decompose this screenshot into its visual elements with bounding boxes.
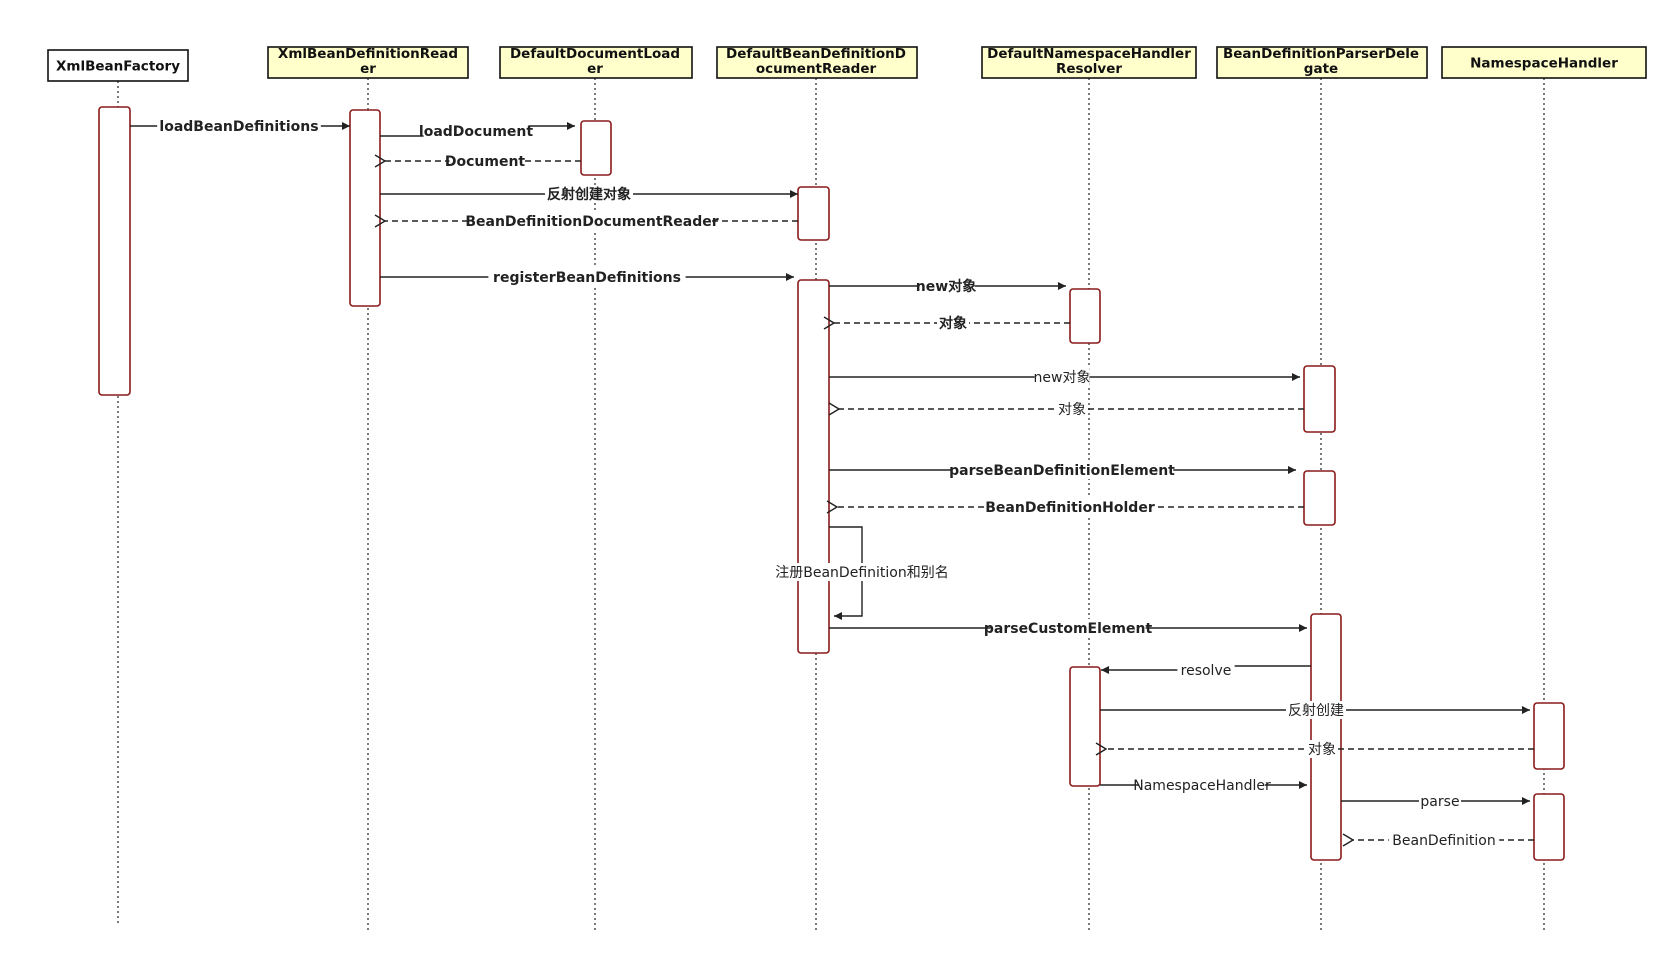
label-bg	[1286, 701, 1346, 719]
participant-label: XmlBeanDefinitionRead	[278, 46, 458, 62]
message-call: 反射创建对象	[380, 185, 798, 203]
label-bg	[917, 277, 975, 295]
message-label: loadBeanDefinitions	[159, 119, 318, 135]
label-bg	[1177, 661, 1235, 679]
message-label: parseCustomElement	[984, 621, 1153, 637]
message-label: 反射创建	[1288, 703, 1344, 719]
message-call: resolve	[1101, 661, 1311, 679]
label-bg	[990, 619, 1146, 637]
message-call: parse	[1341, 792, 1530, 810]
message-label: registerBeanDefinitions	[493, 270, 681, 286]
message-call: NamespaceHandler	[1100, 776, 1307, 794]
message-label: 反射创建对象	[547, 186, 631, 203]
label-bg	[488, 268, 686, 286]
message-call: new对象	[829, 277, 1066, 295]
message-return: Document	[385, 152, 581, 170]
activation-bar	[1533, 702, 1565, 770]
activation-bar	[797, 186, 830, 241]
activation-bar	[1310, 613, 1342, 861]
message-call: registerBeanDefinitions	[380, 268, 794, 286]
label-bg	[1306, 740, 1338, 758]
activation-bar	[1303, 365, 1336, 433]
message-call: new对象	[829, 368, 1300, 386]
message-label: BeanDefinitionDocumentReader	[465, 214, 718, 230]
label-bg	[937, 314, 969, 332]
activation-bar	[1533, 793, 1565, 861]
message-label: parse	[1420, 794, 1459, 810]
participant-label: ocumentReader	[756, 61, 877, 77]
message-call: loadDocument	[380, 122, 575, 140]
participant-label: BeanDefinitionParserDele	[1223, 46, 1419, 62]
message-label: 对象	[1308, 742, 1336, 758]
message-label: parseBeanDefinitionElement	[949, 463, 1175, 479]
participant-box	[267, 46, 469, 79]
participant-box	[981, 46, 1197, 79]
message-return: 对象	[834, 314, 1070, 332]
label-bg	[1419, 792, 1461, 810]
message-call: loadBeanDefinitions	[130, 117, 350, 135]
participant-box	[1441, 46, 1647, 79]
participant-label: DefaultBeanDefinitionD	[726, 46, 906, 62]
participant-label: er	[587, 61, 603, 77]
activation-bar	[580, 120, 612, 176]
message-call: 反射创建	[1100, 701, 1530, 719]
participant-box	[47, 49, 189, 82]
label-bg	[157, 117, 321, 135]
participant-nh: NamespaceHandler	[1441, 46, 1647, 79]
activation-bar	[1303, 470, 1336, 526]
activation-bar	[1069, 666, 1101, 787]
participant-label: XmlBeanFactory	[56, 59, 180, 75]
message-self-call: 注册BeanDefinition和别名	[771, 526, 953, 620]
participant-box	[716, 46, 918, 79]
message-call: parseBeanDefinitionElement	[829, 461, 1296, 479]
message-return: 对象	[1106, 740, 1534, 758]
label-bg	[1034, 368, 1090, 386]
message-label: NamespaceHandler	[1133, 778, 1271, 794]
label-bg	[449, 152, 521, 170]
participant-label: DefaultNamespaceHandler	[987, 46, 1191, 62]
message-return: BeanDefinitionDocumentReader	[385, 212, 798, 230]
participant-label: er	[360, 61, 376, 77]
participant-label: NamespaceHandler	[1470, 56, 1618, 72]
message-return: BeanDefinitionHolder	[837, 498, 1304, 516]
message-call: parseCustomElement	[829, 619, 1307, 637]
message-label: loadDocument	[419, 124, 533, 140]
message-label: new对象	[1034, 370, 1091, 386]
label-bg	[1388, 831, 1500, 849]
participant-label: Resolver	[1056, 61, 1122, 77]
message-label: 对象	[1058, 402, 1086, 418]
message-label: 对象	[939, 315, 967, 332]
label-bg	[984, 498, 1156, 516]
label-bg	[1056, 400, 1088, 418]
participant-label: DefaultDocumentLoad	[510, 46, 680, 62]
label-bg	[423, 122, 529, 140]
label-bg	[771, 563, 953, 581]
activation-bar	[1069, 288, 1101, 344]
participant-box	[499, 46, 693, 79]
message-return: 对象	[839, 400, 1304, 418]
activation-bar	[98, 106, 131, 396]
label-bg	[545, 185, 633, 203]
message-label: resolve	[1181, 663, 1232, 679]
participant-box	[1216, 46, 1428, 79]
activation-bar	[349, 109, 381, 307]
message-label: BeanDefinition	[1392, 833, 1495, 849]
participant-xbf: XmlBeanFactory	[47, 49, 189, 82]
participant-label: gate	[1304, 61, 1338, 77]
message-label: 注册BeanDefinition和别名	[775, 565, 948, 581]
label-bg	[1139, 776, 1265, 794]
label-bg	[472, 212, 712, 230]
activation-bar	[797, 279, 830, 654]
message-label: BeanDefinitionHolder	[985, 500, 1155, 516]
label-bg	[950, 461, 1174, 479]
message-return: BeanDefinition	[1353, 831, 1534, 849]
message-label: Document	[445, 154, 526, 170]
message-label: new对象	[916, 278, 976, 295]
